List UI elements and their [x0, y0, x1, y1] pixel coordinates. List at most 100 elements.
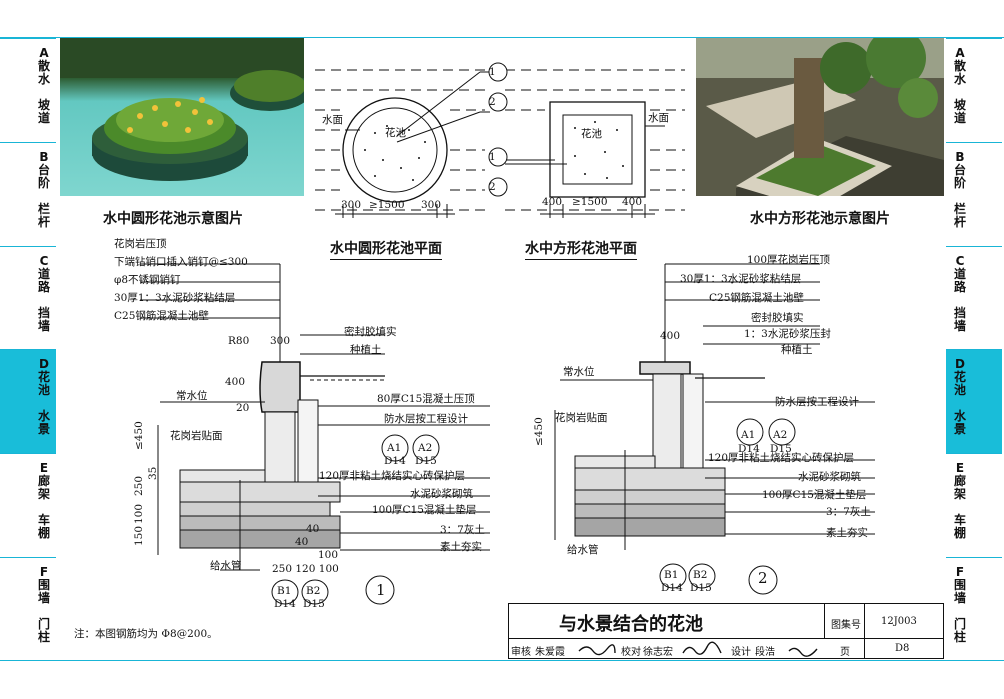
s1-soil: 种植土 — [350, 344, 382, 356]
s1-ref-b2: B2 — [306, 585, 321, 597]
reviewer-signature — [578, 644, 616, 656]
s1-granite-face: 花岗岩贴面 — [170, 430, 223, 442]
s2-compact: 素土夯实 — [826, 527, 868, 539]
s1-index: 1 — [376, 581, 386, 599]
s2-ref-d14: D14 — [738, 443, 760, 455]
s2-index: 2 — [758, 569, 768, 587]
sheet-title: 与水景结合的花池 — [559, 614, 703, 635]
title-plan-square: 水中方形花池平面 — [525, 238, 637, 260]
plan-water-left: 水面 — [322, 114, 343, 126]
section-1-drawing — [140, 263, 490, 605]
plan-pond-round: 花池 — [385, 127, 406, 139]
s2-dims: ≤450 — [533, 417, 545, 446]
s1-d100b: 100 — [318, 549, 339, 561]
s1-water-level: 常水位 — [176, 390, 208, 402]
s1-seal: 密封胶填实 — [344, 326, 397, 338]
plan-dim-300b: 300 — [421, 199, 442, 211]
atlas-number: 12J003 — [881, 616, 917, 627]
checker-signature — [682, 641, 722, 655]
designer-signature — [788, 647, 818, 657]
s2-ref-d14b: D14 — [661, 582, 683, 594]
s2-ref-a2: A2 — [773, 429, 788, 441]
s1-label-3: 30厚1：3水泥砂浆粘结层 — [114, 292, 236, 304]
plan-callout-2b: 2 — [489, 181, 496, 193]
s1-d20: 20 — [236, 402, 250, 414]
frame-bottom-line — [0, 660, 1004, 661]
s2-ref-d15b: D15 — [690, 582, 712, 594]
photo-round-planter — [60, 38, 304, 196]
s2-ref-a1: A1 — [741, 429, 756, 441]
s2-brick: 120厚非粘土烧结实心砖保护层 — [708, 452, 855, 464]
s1-label-1: 下端钻销口插入销钉@≤300 — [114, 256, 248, 268]
s1-dims-left: ≤450 — [133, 421, 145, 450]
s1-compact: 素土夯实 — [440, 541, 482, 553]
frame-top-line — [0, 37, 1004, 38]
page-number: D8 — [895, 643, 910, 654]
s2-c15: 100厚C15混凝土垫层 — [762, 489, 867, 501]
checker-name: 徐志宏 — [643, 647, 673, 658]
plan-pond-square: 花池 — [581, 128, 602, 140]
plan-callout-2a: 2 — [489, 96, 496, 108]
s1-ref-b1: B1 — [277, 585, 292, 597]
s2-mortar: 水泥砂浆砌筑 — [798, 471, 861, 483]
s2-d400: 400 — [660, 330, 681, 342]
plan-dim-1500a: ≥1500 — [369, 199, 405, 211]
round-planter-photo-art — [60, 38, 304, 181]
s1-cap80: 80厚C15混凝土压顶 — [377, 393, 475, 405]
s2-l1: 100厚花岗岩压顶 — [747, 254, 831, 266]
plan-dim-400a: 400 — [542, 196, 563, 208]
s2-l6: 种植土 — [781, 344, 813, 356]
s1-c15: 100厚C15混凝土垫层 — [372, 504, 477, 516]
plan-drawings — [315, 62, 685, 218]
plan-dim-400b: 400 — [622, 196, 643, 208]
s1-label-4: C25钢筋混凝土池壁 — [114, 310, 209, 322]
s2-pipe: 给水管 — [567, 544, 599, 556]
s1-ref-a1: A1 — [387, 442, 402, 454]
s2-ref-d15: D15 — [770, 443, 792, 455]
check-label: 校对 — [621, 647, 641, 658]
section-2-drawing — [554, 263, 875, 595]
s1-d35: 35 — [147, 466, 159, 480]
s1-brick: 120厚非粘土烧结实心砖保护层 — [319, 470, 466, 482]
s1-pipe: 给水管 — [210, 560, 242, 572]
s2-l5: 1：3水泥砂浆压封 — [744, 328, 831, 340]
s1-d150: 150 — [133, 525, 145, 546]
plan-callout-1a: 1 — [489, 66, 496, 78]
square-planter-photo-art — [696, 38, 944, 196]
s1-label-2: φ8不锈钢销钉 — [114, 274, 181, 286]
plan-dim-1500b: ≥1500 — [572, 196, 608, 208]
s1-ref-a2: A2 — [418, 442, 433, 454]
s1-ref-d15b: D15 — [303, 598, 325, 610]
s2-ref-b1: B1 — [664, 569, 679, 581]
atlas-label: 图集号 — [831, 620, 861, 631]
s1-r80: R80 — [228, 335, 250, 347]
s1-ref-d14: D14 — [384, 455, 406, 467]
s1-d40: 40 — [306, 523, 320, 535]
photo-square-planter — [696, 38, 944, 196]
s2-granite-face: 花岗岩贴面 — [555, 412, 608, 424]
s1-lime: 3：7灰土 — [440, 524, 485, 536]
s1-ref-d15: D15 — [415, 455, 437, 467]
s1-d300: 300 — [270, 335, 291, 347]
page-label: 页 — [840, 647, 850, 658]
s1-label-0: 花岗岩压顶 — [114, 238, 167, 250]
title-block: 与水景结合的花池 图集号 12J003 页 D8 审核 朱爱霞 校对 徐志宏 设… — [508, 603, 944, 659]
s2-l2: 30厚1：3水泥砂浆粘结层 — [680, 273, 802, 285]
s1-ref-d14b: D14 — [274, 598, 296, 610]
design-label: 设计 — [731, 647, 751, 658]
plan-callout-1b: 1 — [489, 151, 496, 163]
s1-bdims: 250 120 100 — [272, 563, 339, 575]
